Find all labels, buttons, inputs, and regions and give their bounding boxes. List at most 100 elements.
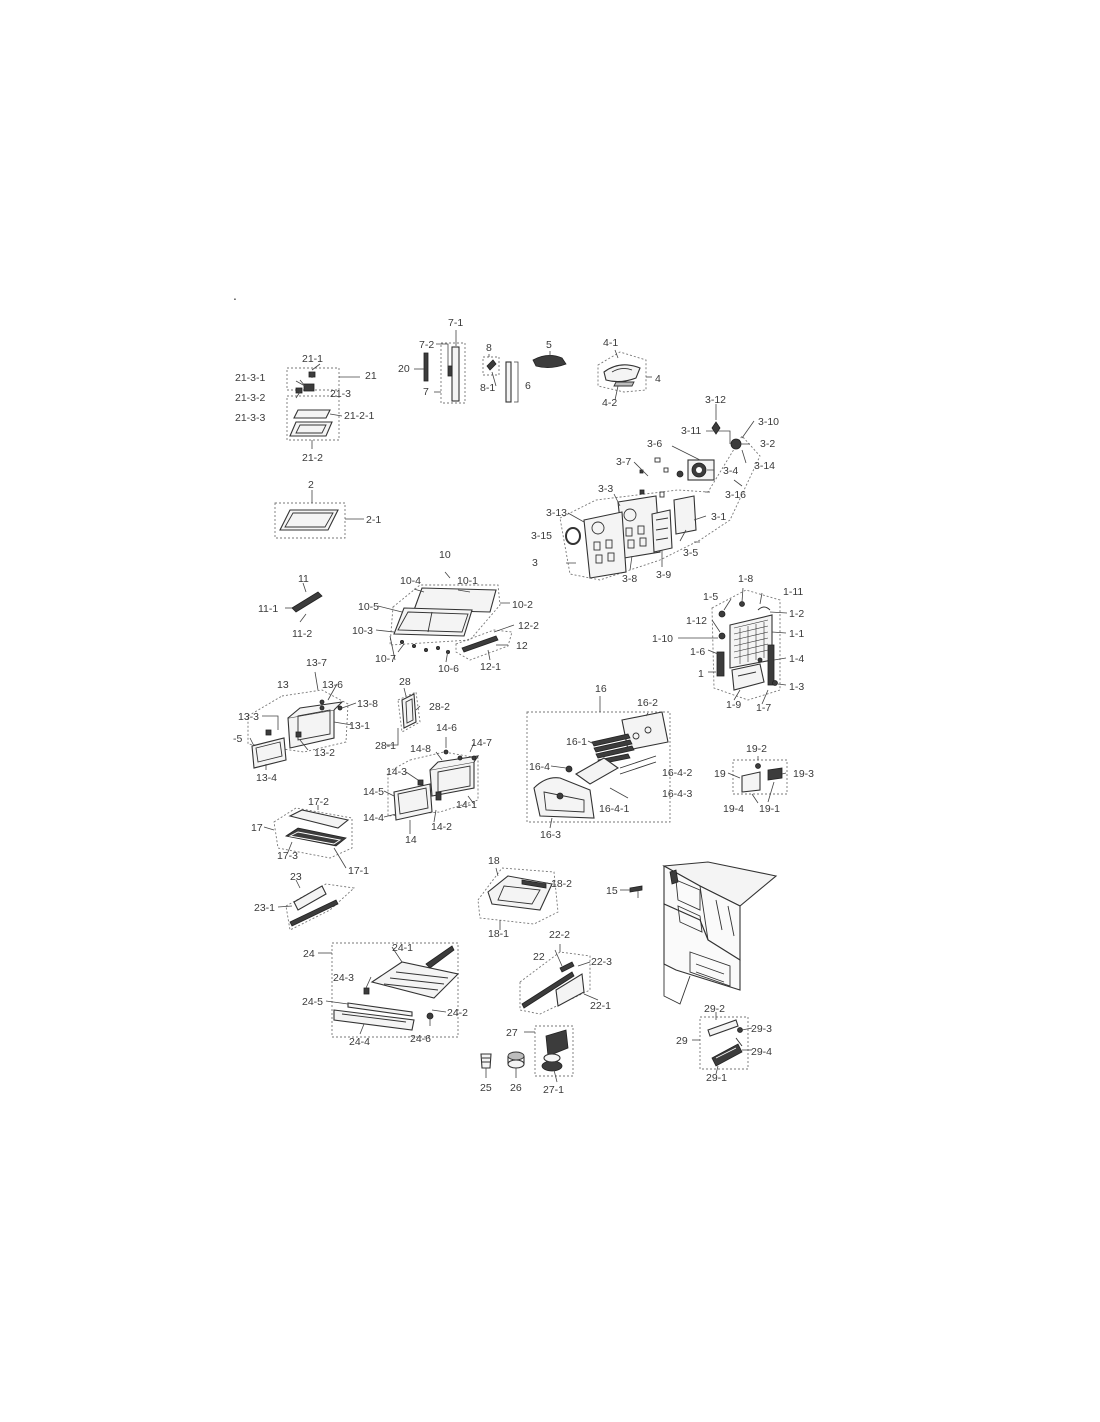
part-12 xyxy=(455,629,513,661)
label-11: 11 xyxy=(298,573,309,585)
part-16-4 xyxy=(565,755,657,785)
label-21-3-2: 21-3-2 xyxy=(235,392,266,404)
label-12-1: 12-1 xyxy=(480,661,501,673)
label-1-4: 1-4 xyxy=(789,653,804,665)
label-10: 10 xyxy=(439,549,451,561)
label-13-4: 13-4 xyxy=(256,772,277,784)
group-21 xyxy=(286,367,360,441)
label-24-3: 24-3 xyxy=(333,972,354,984)
label-18-2: 18-2 xyxy=(551,878,572,890)
label-11-2: 11-2 xyxy=(292,628,312,640)
label-21-2: 21-2 xyxy=(302,452,323,464)
part-1-6 xyxy=(716,644,775,686)
part-16-3 xyxy=(533,777,595,819)
label-27-1: 27-1 xyxy=(543,1084,564,1096)
label-22-3: 22-3 xyxy=(591,956,612,968)
label-14-4: 14-4 xyxy=(363,812,384,824)
label-18-1: 18-1 xyxy=(488,928,509,940)
label-10-6: 10-6 xyxy=(438,663,459,675)
label-14-1: 14-1 xyxy=(456,799,477,811)
label-21-3: 21-3 xyxy=(330,388,351,400)
label-17-1: 17-1 xyxy=(348,865,369,877)
label-13-7: 13-7 xyxy=(306,657,327,669)
part-3-5 xyxy=(673,495,697,535)
label-3-12: 3-12 xyxy=(705,394,726,406)
label-1-11: 1-11 xyxy=(783,586,803,598)
label-3-5: 3-5 xyxy=(683,547,698,559)
label-16: 16 xyxy=(595,683,607,695)
label-19-1: 19-1 xyxy=(759,803,780,815)
group-16 xyxy=(526,696,671,823)
label-18: 18 xyxy=(488,855,500,867)
label-6: 6 xyxy=(525,380,531,392)
label-16-3: 16-3 xyxy=(540,829,561,841)
label-10-1: 10-1 xyxy=(457,575,478,587)
label-7-2: 7-2 xyxy=(419,339,434,351)
label-17-2: 17-2 xyxy=(308,796,329,808)
label-8: 8 xyxy=(486,342,492,354)
label-4: 4 xyxy=(655,373,661,385)
label-16-4-1: 16-4-1 xyxy=(599,803,630,815)
part-25 xyxy=(480,1053,492,1069)
label-25: 25 xyxy=(480,1082,492,1094)
label-29-2: 29-2 xyxy=(704,1003,725,1015)
part-21-2 xyxy=(289,421,333,437)
part-24-4 xyxy=(333,1009,415,1031)
group-24 xyxy=(318,942,460,1038)
label-1-2: 1-2 xyxy=(789,608,804,620)
part-20 xyxy=(423,352,429,382)
label-14-3: 14-3 xyxy=(386,766,407,778)
label-14-2: 14-2 xyxy=(431,821,452,833)
label-3-3: 3-3 xyxy=(598,483,613,495)
label-1-10: 1-10 xyxy=(652,633,673,645)
label-19: 19 xyxy=(714,768,726,780)
group-29 xyxy=(692,1016,749,1070)
label-4-2: 4-2 xyxy=(602,397,617,409)
label-13-8: 13-8 xyxy=(357,698,378,710)
part-3-12 xyxy=(711,421,721,435)
label-3-4: 3-4 xyxy=(723,465,738,477)
group-17 xyxy=(273,805,353,859)
label-24-4: 24-4 xyxy=(349,1036,370,1048)
part-11 xyxy=(291,582,323,613)
label-3-1: 3-1 xyxy=(711,511,726,523)
label-2-1: 2-1 xyxy=(366,514,381,526)
part-5 xyxy=(532,351,567,368)
label-10-2: 10-2 xyxy=(512,599,533,611)
group-28 xyxy=(397,687,421,733)
label-22-2: 22-2 xyxy=(549,929,570,941)
label-14-6: 14-6 xyxy=(436,722,457,734)
group-19 xyxy=(732,756,788,795)
group-18 xyxy=(477,867,559,925)
part-24-5 xyxy=(347,1002,413,1017)
label-1-6: 1-6 xyxy=(690,646,705,658)
label-28: 28 xyxy=(399,676,411,688)
part-16-2 xyxy=(621,711,669,751)
label-24-5: 24-5 xyxy=(302,996,323,1008)
part-1-9 xyxy=(731,663,765,691)
label-4-1: 4-1 xyxy=(603,337,618,349)
label-3-15: 3-15 xyxy=(531,530,552,542)
part-21-3 xyxy=(295,383,315,394)
group-27 xyxy=(524,1025,574,1077)
refrigerator-cabinet xyxy=(662,861,778,1005)
label-3-9: 3-9 xyxy=(656,569,671,581)
page-marker: . xyxy=(233,287,237,303)
part-3-9 xyxy=(651,509,673,553)
part-1-1 xyxy=(729,614,773,669)
part-7 xyxy=(440,330,466,404)
label-1: 1 xyxy=(698,668,704,680)
label-3: 3 xyxy=(532,557,538,569)
label-3-14: 3-14 xyxy=(754,460,775,472)
label-3-8: 3-8 xyxy=(622,573,637,585)
label-13: 13 xyxy=(277,679,289,691)
label-3-13: 3-13 xyxy=(546,507,567,519)
label-16-4: 16-4 xyxy=(529,761,550,773)
label-1-5: 1-5 xyxy=(703,591,718,603)
group-1 xyxy=(708,589,781,701)
label-29-3: 29-3 xyxy=(751,1023,772,1035)
label-23-1: 23-1 xyxy=(254,902,275,914)
leader-lines xyxy=(249,343,788,1083)
part-3-body xyxy=(583,511,627,579)
